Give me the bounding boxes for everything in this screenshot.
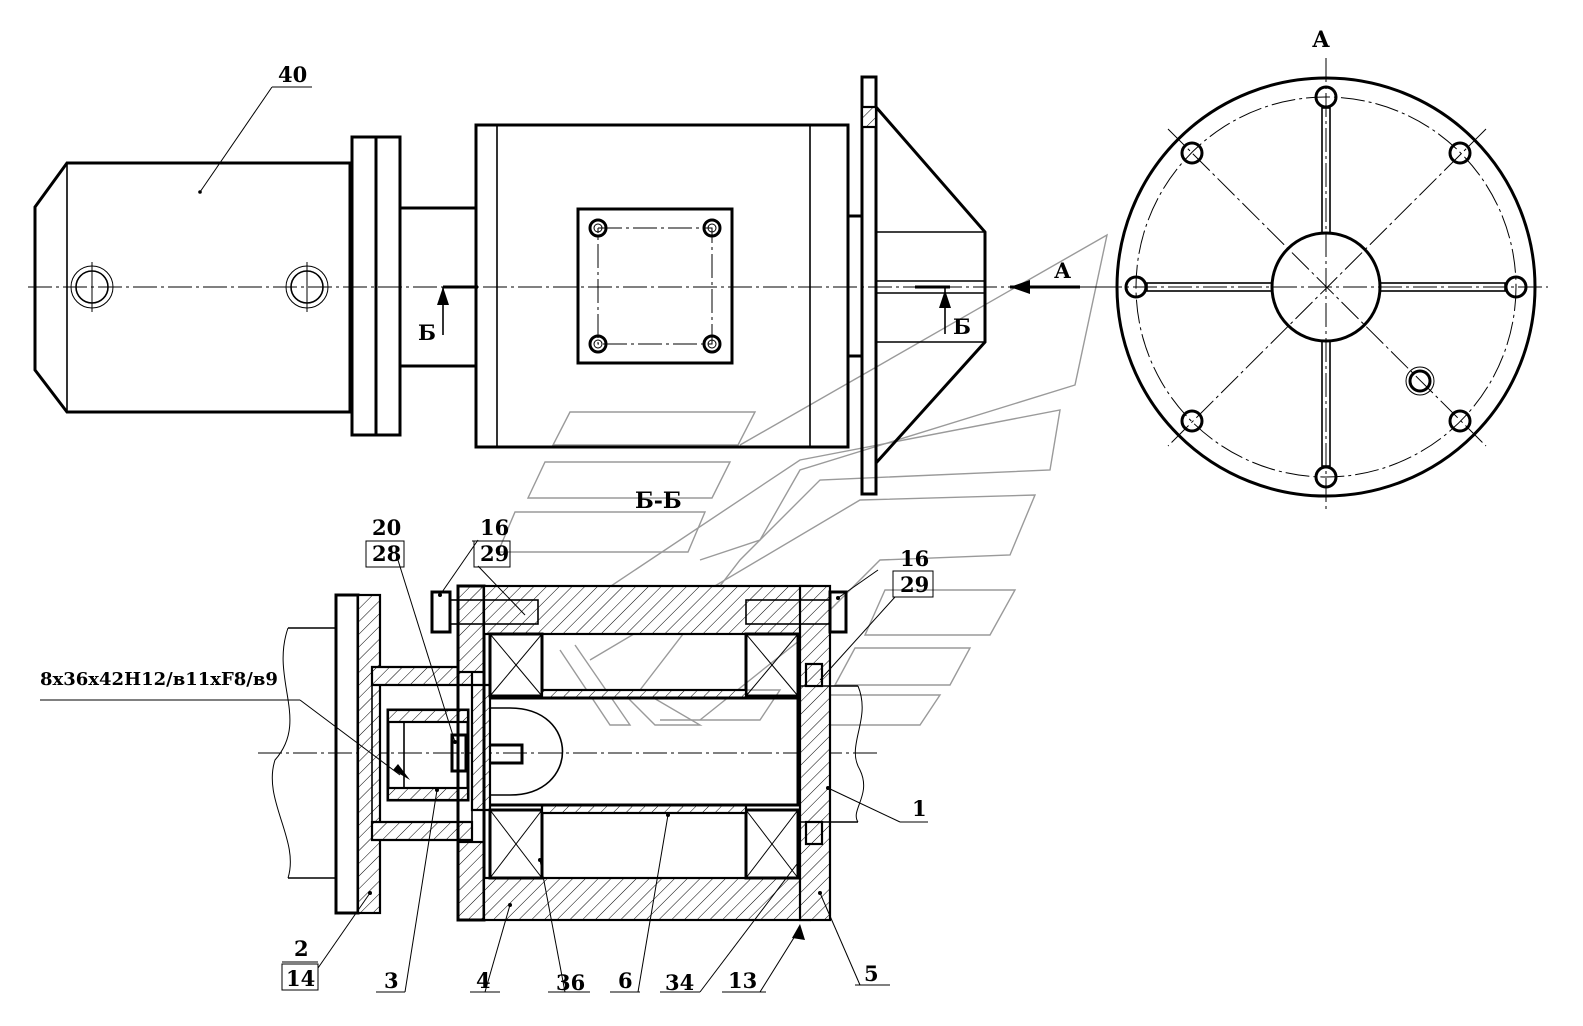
view-a-flange: А — [1098, 27, 1548, 512]
gearbox-housing — [474, 123, 864, 449]
callout-20: 20 — [372, 515, 401, 540]
callout-4: 4 — [476, 968, 491, 993]
callout-2: 2 — [294, 936, 309, 961]
section-marker-right: Б — [953, 314, 971, 339]
callout-28: 28 — [372, 541, 401, 566]
support-bracket — [860, 75, 987, 496]
callout-5: 5 — [864, 961, 879, 986]
section-bb: Б-Б — [40, 488, 934, 995]
view-a-title: А — [1312, 27, 1330, 53]
callout-leaders — [40, 539, 934, 993]
callout-13: 13 — [728, 968, 757, 993]
callout-36: 36 — [556, 970, 585, 995]
label-40: 40 — [278, 62, 307, 87]
callout-34: 34 — [665, 970, 694, 995]
section-marker-left: Б — [418, 320, 436, 345]
bearing-left — [488, 632, 544, 880]
section-title: Б-Б — [635, 488, 682, 514]
callout-16-right: 16 — [900, 546, 929, 571]
callout-14: 14 — [286, 966, 315, 991]
callout-16-left: 16 — [480, 515, 509, 540]
callout-1: 1 — [912, 796, 927, 821]
bearing-right — [744, 632, 800, 880]
spline-spec: 8х36х42Н12/в11хF8/в9 — [40, 669, 278, 690]
top-view: 40 Б — [28, 62, 1098, 496]
callout-29-right: 29 — [900, 572, 929, 597]
motor-body — [33, 135, 478, 437]
callout-29-left: 29 — [480, 541, 509, 566]
callout-6: 6 — [618, 968, 633, 993]
view-a-arrow-label: А — [1054, 258, 1071, 283]
callout-3: 3 — [384, 968, 399, 993]
